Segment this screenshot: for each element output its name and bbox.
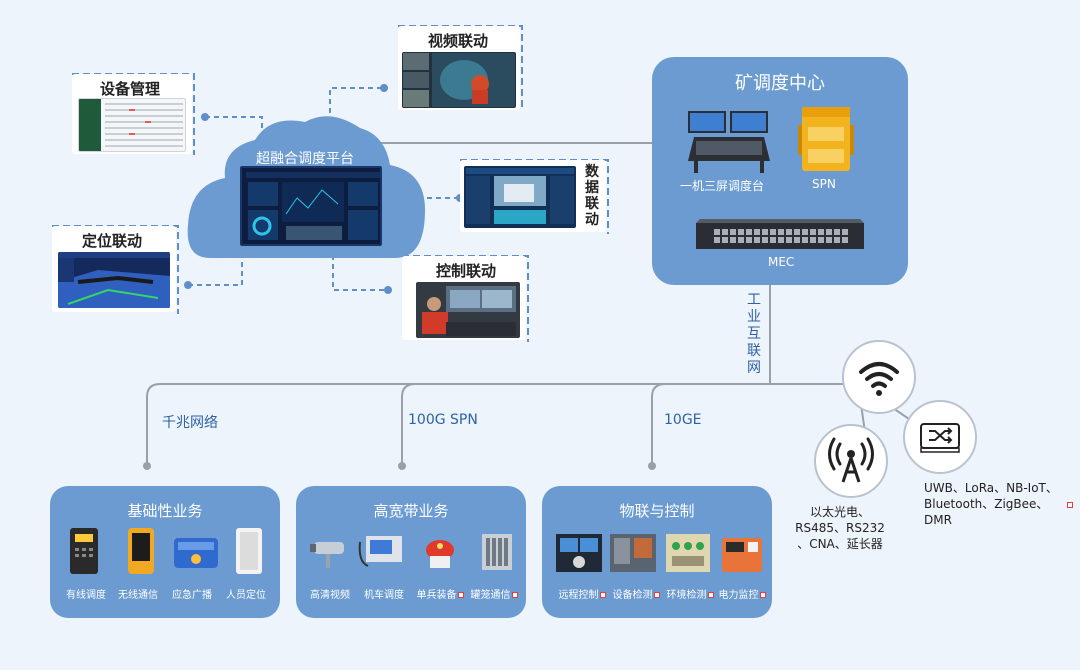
device-mgmt-screenshot <box>78 98 186 152</box>
center-title: 矿调度中心 <box>735 73 825 94</box>
marker <box>457 592 464 598</box>
item-label: 罐笼通信 <box>468 586 520 601</box>
marker <box>759 592 766 598</box>
card-title: 视频联动 <box>428 32 489 50</box>
wifi-icon <box>842 340 916 414</box>
card-control-linkage: 控制联动 <box>402 256 526 340</box>
cloud-title: 超融合调度平台 <box>256 151 354 167</box>
link-position <box>188 252 243 286</box>
group-title: 物联与控制 <box>619 502 695 520</box>
link-video <box>329 87 384 122</box>
group-title: 基础性业务 <box>127 502 203 520</box>
net-label-spn: 100G SPN <box>408 412 478 428</box>
wireless-line: UWB、LoRa、NB-IoT、 <box>924 481 1058 495</box>
item-text: 环境检测 <box>666 590 707 601</box>
router-icon <box>903 400 977 474</box>
card-title: 控制联动 <box>436 262 497 280</box>
marker <box>1067 502 1073 508</box>
vchar: 业 <box>747 309 761 325</box>
item-label: 远程控制 <box>556 586 608 601</box>
node-dot <box>648 462 656 470</box>
dispatch-center-box: 矿调度中心 一机三屏调度台 SPN <box>652 57 908 285</box>
group-devices <box>310 534 512 570</box>
link-control <box>332 255 388 291</box>
card-video-linkage: 视频联动 <box>398 26 520 110</box>
marker <box>511 592 518 598</box>
item-label: 单兵装备 <box>414 586 466 601</box>
group-devices <box>556 534 762 572</box>
data-screenshot <box>464 166 576 228</box>
node-dot <box>143 462 151 470</box>
item-label: 有线调度 <box>66 590 106 601</box>
vchar: 网 <box>747 360 761 376</box>
spn-label: SPN <box>812 177 836 191</box>
wired-protocols: 以太光电、 RS485、RS232 、CNA、延长器 <box>792 504 888 552</box>
position-screenshot <box>58 252 170 308</box>
card-data-linkage: 数 据 联 动 <box>460 160 606 232</box>
wired-line: RS485、RS232 <box>795 521 885 535</box>
group-basic-services: 基础性业务 有线调度 无线通信 应急广播 人员定位 <box>50 486 280 618</box>
group-broadband-services: 高宽带业务 高清视频 机车调度 单兵装备 罐笼通信 <box>296 486 526 618</box>
item-label: 环境检测 <box>664 586 716 601</box>
item-text: 单兵装备 <box>416 590 457 601</box>
item-label: 人员定位 <box>226 590 266 601</box>
vchar: 数 <box>585 164 599 180</box>
wireless-protocols: UWB、LoRa、NB-IoT、 Bluetooth、ZigBee、 DMR <box>924 480 1058 528</box>
vchar: 据 <box>585 180 599 196</box>
group-iot-control: 物联与控制 远程控制 设备检测 环境检测 电力监控 <box>542 486 772 618</box>
card-position-linkage: 定位联动 <box>52 226 176 312</box>
card-device-management: 设备管理 <box>72 74 192 154</box>
antenna-icon <box>814 424 888 498</box>
drop-10ge <box>651 383 666 463</box>
drop-gigabit <box>146 383 161 463</box>
drop-spn <box>401 383 416 463</box>
item-label: 高清视频 <box>310 590 350 601</box>
item-label: 电力监控 <box>716 586 768 601</box>
control-screenshot <box>416 282 520 338</box>
console-image <box>684 109 774 179</box>
group-devices <box>70 528 262 574</box>
item-label: 无线通信 <box>118 590 158 601</box>
spn-image <box>798 105 854 179</box>
card-title: 定位联动 <box>82 232 143 250</box>
vchar: 联 <box>585 196 599 212</box>
item-text: 电力监控 <box>718 590 759 601</box>
net-label-gigabit: 千兆网络 <box>162 415 218 431</box>
item-text: 远程控制 <box>558 590 599 601</box>
net-label-10ge: 10GE <box>664 412 702 428</box>
item-text: 设备检测 <box>612 590 653 601</box>
group-title: 高宽带业务 <box>373 502 449 520</box>
wired-line: 以太光电、 <box>809 505 870 519</box>
wired-line: 、CNA、延长器 <box>797 537 883 551</box>
wireless-line: Bluetooth、ZigBee、 <box>924 497 1049 511</box>
platform-screen <box>240 166 382 246</box>
item-text: 罐笼通信 <box>470 590 511 601</box>
wireless-line: DMR <box>924 513 952 527</box>
mec-image <box>692 217 868 255</box>
item-label: 设备检测 <box>610 586 662 601</box>
item-label: 机车调度 <box>364 590 404 601</box>
vchar: 动 <box>585 212 599 228</box>
vchar: 联 <box>747 343 761 359</box>
node-dot <box>398 462 406 470</box>
mec-label: MEC <box>768 255 795 269</box>
marker <box>707 592 714 598</box>
item-label: 应急广播 <box>172 590 212 601</box>
industrial-net-label: 工 业 互 联 网 <box>746 292 762 377</box>
vchar: 工 <box>747 292 761 308</box>
video-screenshot <box>402 52 516 108</box>
console-label: 一机三屏调度台 <box>680 179 765 193</box>
data-link-title: 数 据 联 动 <box>584 164 600 228</box>
card-title: 设备管理 <box>100 80 161 98</box>
vchar: 互 <box>747 326 761 342</box>
marker <box>653 592 660 598</box>
link-device-mgmt <box>205 116 263 130</box>
marker <box>599 592 606 598</box>
